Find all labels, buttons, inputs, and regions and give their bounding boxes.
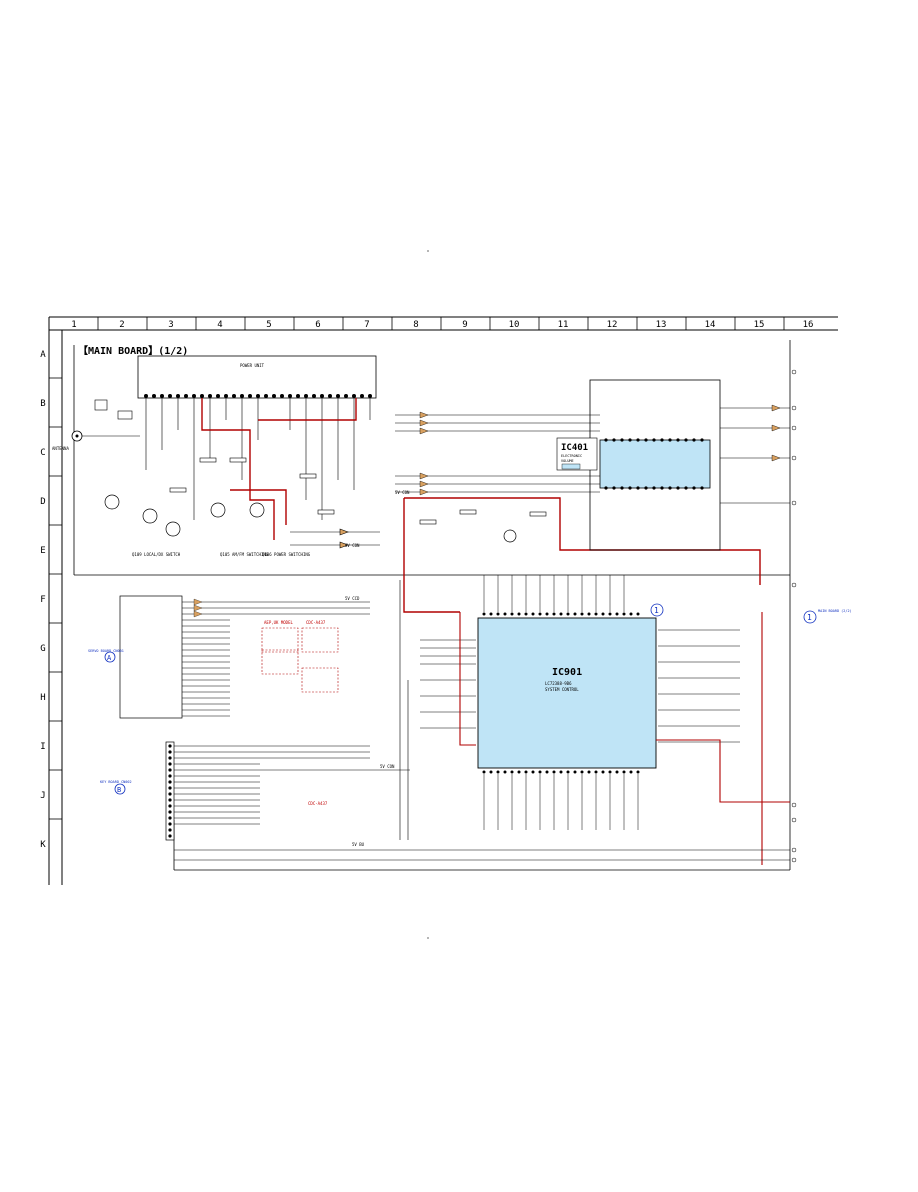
- ic401-desc-1: ELECTRONIC: [561, 454, 582, 458]
- col-label: 12: [607, 320, 618, 330]
- antenna-input: ANTENNA: [52, 399, 140, 451]
- svg-text:Q105 AM/FM SWITCHING: Q105 AM/FM SWITCHING: [220, 552, 269, 557]
- ic401-block: IC401 ELECTRONIC VOLUME: [556, 379, 721, 551]
- svg-text:5V CON: 5V CON: [380, 764, 395, 769]
- col-label: 13: [656, 320, 667, 330]
- servo-board-label: A SERVO BOARD CN001: [88, 649, 124, 663]
- ic401-desc-2: VOLUME: [561, 459, 574, 463]
- row-label: H: [40, 693, 45, 703]
- col-label: 5: [266, 320, 271, 330]
- col-label: 8: [413, 320, 418, 330]
- ic901-red-lines: [459, 612, 790, 865]
- row-labels: A B C D E F G H I J K: [40, 350, 46, 850]
- svg-text:Q109 LOCAL/DX SWITCH: Q109 LOCAL/DX SWITCH: [132, 552, 181, 557]
- svg-text:ANTENNA: ANTENNA: [52, 446, 69, 451]
- col-label: 9: [462, 320, 467, 330]
- switch-labels: Q109 LOCAL/DX SWITCH Q105 AM/FM SWITCHIN…: [132, 552, 311, 557]
- col-label: 11: [558, 320, 569, 330]
- svg-text:AEP,UK MODEL: AEP,UK MODEL: [264, 620, 293, 625]
- key-connector: [165, 741, 410, 841]
- svg-text:8V CON: 8V CON: [345, 543, 360, 548]
- svg-text:5V BU: 5V BU: [352, 842, 365, 847]
- board-title: 【MAIN BOARD】(1/2): [78, 346, 189, 357]
- row-label: A: [40, 350, 46, 360]
- ic901-part: LC72388-9B6: [545, 681, 572, 686]
- row-label: I: [40, 742, 45, 752]
- svg-text:KEY BOARD CN002: KEY BOARD CN002: [100, 780, 132, 784]
- svg-text:SERVO BOARD CN001: SERVO BOARD CN001: [88, 649, 124, 653]
- col-label: 2: [119, 320, 124, 330]
- svg-text:CDC-A437: CDC-A437: [308, 801, 328, 806]
- key-board-label: B KEY BOARD CN002: [100, 780, 132, 795]
- row-label: E: [40, 546, 45, 556]
- ic901-desc: SYSTEM CONTROL: [545, 687, 579, 692]
- ic901-block: IC901 LC72388-9B6 SYSTEM CONTROL 1: [477, 603, 664, 769]
- svg-text:POWER UNIT: POWER UNIT: [240, 363, 265, 368]
- right-edge-connectors: [791, 369, 797, 863]
- svg-text:5V CCD: 5V CCD: [345, 596, 360, 601]
- row-label: J: [40, 791, 45, 801]
- board-outline: [73, 340, 791, 871]
- servo-connector: [119, 595, 370, 719]
- svg-text:B: B: [117, 786, 121, 794]
- passive-components: [169, 457, 547, 525]
- col-label: 3: [168, 320, 173, 330]
- main-board-2-ref: 1 MAIN BOARD (2/2): [803, 609, 852, 624]
- svg-text:A: A: [107, 654, 112, 662]
- row-label: F: [40, 595, 45, 605]
- col-label: 6: [315, 320, 320, 330]
- ic901-pin-wires: [420, 575, 740, 830]
- svg-text:1: 1: [807, 613, 812, 622]
- row-label: D: [40, 497, 45, 507]
- col-label: 4: [217, 320, 222, 330]
- row-ticks: [49, 377, 62, 820]
- model-note-boxes: [261, 627, 339, 693]
- ic401-signals: [395, 407, 790, 504]
- ic901-ref: IC901: [552, 667, 582, 678]
- col-label: 7: [364, 320, 369, 330]
- col-label: 1: [71, 320, 76, 330]
- col-label: 10: [509, 320, 520, 330]
- power-unit-connector: POWER UNIT: [137, 355, 377, 520]
- supply-traces: [201, 398, 761, 613]
- svg-text:Q106 POWER SWITCHING: Q106 POWER SWITCHING: [262, 552, 311, 557]
- ic901-pin1-marker: 1: [654, 606, 659, 615]
- col-label: 16: [803, 320, 814, 330]
- bottom-rails: [174, 580, 790, 861]
- column-ticks: [97, 317, 785, 330]
- svg-text:5V CON: 5V CON: [395, 490, 410, 495]
- ic901-pins: [482, 612, 640, 774]
- col-label: 15: [754, 320, 765, 330]
- row-label: C: [40, 448, 45, 458]
- tuner-outputs: [290, 528, 380, 549]
- transistor-group: [104, 494, 517, 543]
- row-label: K: [40, 840, 46, 850]
- svg-text:CDC-A437: CDC-A437: [306, 620, 326, 625]
- grid-frame: [48, 316, 838, 885]
- row-label: G: [40, 644, 45, 654]
- column-labels: 1 2 3 4 5 6 7 8 9 10 11 12 13 14 15 16: [71, 320, 813, 330]
- svg-text:MAIN BOARD (2/2): MAIN BOARD (2/2): [818, 609, 852, 613]
- model-notes: AEP,UK MODEL CDC-A437 CDC-A437: [264, 620, 328, 806]
- rail-labels: 5V CCD 5V CON 5V CON 8V CON 5V BU: [345, 490, 410, 847]
- ic401-ref: IC401: [561, 443, 588, 453]
- col-label: 14: [705, 320, 716, 330]
- ic401-arrows: [419, 404, 781, 496]
- row-label: B: [40, 399, 45, 409]
